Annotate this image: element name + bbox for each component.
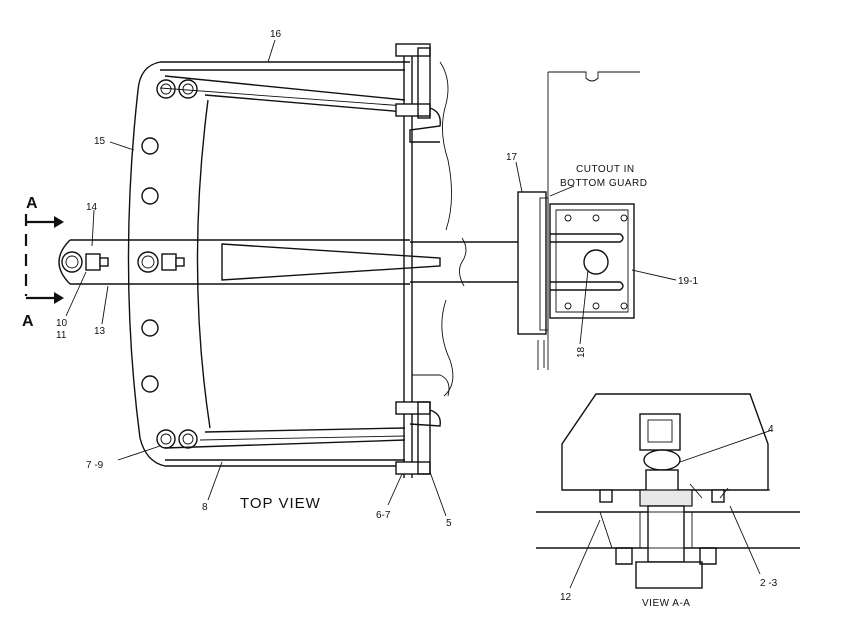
leader-lines — [65, 39, 677, 517]
callout-14: 14 — [86, 202, 98, 213]
section-mark-bottom: A — [22, 313, 34, 330]
callout-12: 12 — [560, 592, 572, 603]
callout-2-3: 2 -3 — [760, 578, 778, 589]
callout-6-7: 6-7 — [376, 510, 391, 521]
callout-labels: 16 15 14 10 11 13 7 -9 8 6-7 5 17 19-1 1… — [56, 29, 778, 603]
callout-7-9: 7 -9 — [86, 460, 104, 471]
note-line-2: BOTTOM GUARD — [560, 178, 647, 189]
callout-13: 13 — [94, 326, 106, 337]
view-aa-title: VIEW A-A — [642, 598, 690, 609]
mounting-bolts — [564, 214, 628, 310]
callout-8: 8 — [202, 502, 208, 513]
tie-bar — [395, 43, 454, 478]
tongue — [58, 237, 520, 287]
top-view-title: TOP VIEW — [240, 495, 321, 512]
section-indicator — [24, 214, 64, 304]
callout-11: 11 — [56, 330, 67, 341]
callout-4: 4 — [768, 424, 774, 435]
hitch-assembly — [517, 71, 640, 370]
view-aa — [536, 393, 800, 589]
callout-16: 16 — [270, 29, 282, 40]
section-mark-top: A — [26, 195, 38, 212]
callout-5: 5 — [446, 518, 452, 529]
callout-17: 17 — [506, 152, 518, 163]
callout-18: 18 — [576, 346, 587, 358]
callout-19-1: 19-1 — [678, 276, 698, 287]
a-frame — [127, 61, 410, 467]
callout-10: 10 — [56, 318, 68, 329]
note-line-1: CUTOUT IN — [576, 164, 635, 175]
callout-15: 15 — [94, 136, 106, 147]
